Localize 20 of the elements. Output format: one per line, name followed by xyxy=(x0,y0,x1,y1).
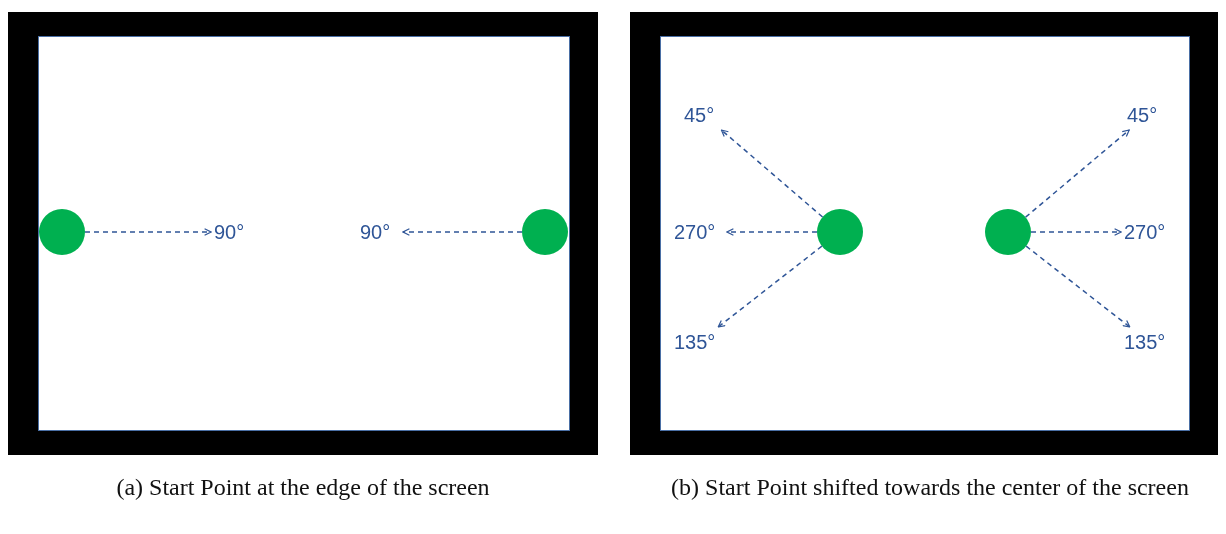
dashed-arrow xyxy=(720,129,824,218)
angle-label: 270° xyxy=(674,220,724,244)
dashed-arrow xyxy=(84,228,212,236)
dashed-arrow xyxy=(1025,245,1131,328)
angle-label: 90° xyxy=(360,220,400,244)
angle-label: 90° xyxy=(214,220,254,244)
angle-label: 45° xyxy=(1127,103,1167,127)
dashed-arrow xyxy=(717,245,823,328)
angle-label: 45° xyxy=(684,103,724,127)
dashed-arrow xyxy=(402,228,523,236)
angle-label: 270° xyxy=(1124,220,1174,244)
screen-frame xyxy=(8,12,598,455)
panel-caption: (b) Start Point shifted towards the center of the screen xyxy=(670,473,1190,502)
dashed-arrow xyxy=(1030,228,1122,236)
angle-label: 135° xyxy=(674,330,724,354)
angle-label: 135° xyxy=(1124,330,1174,354)
dashed-arrow xyxy=(1024,129,1130,218)
panel-caption: (a) Start Point at the edge of the screen xyxy=(115,473,491,502)
dashed-arrow xyxy=(726,228,818,236)
screen-frame xyxy=(630,12,1218,455)
